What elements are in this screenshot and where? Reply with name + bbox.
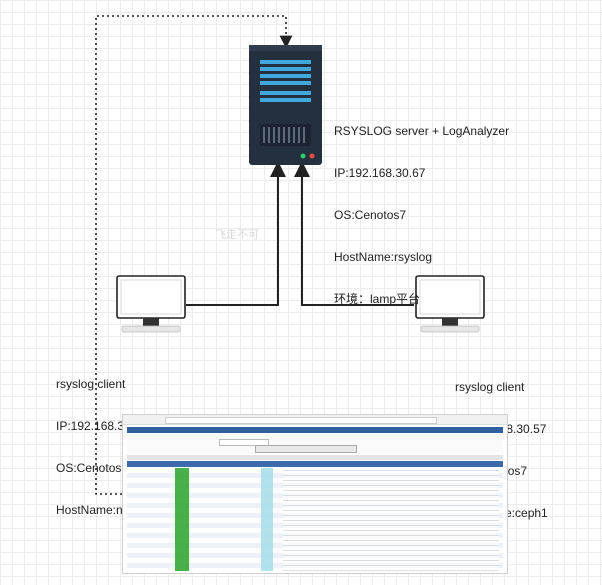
right-client-connector — [294, 161, 414, 306]
search-box — [219, 439, 269, 446]
address-bar — [165, 417, 437, 424]
server-hostname: HostName:rsyslog — [334, 250, 433, 264]
server-icon — [249, 45, 322, 165]
table-header — [127, 461, 503, 467]
button-row — [255, 445, 357, 453]
server-env: 环境：lamp平台 — [334, 292, 421, 306]
message-column — [283, 468, 499, 571]
info-bar — [127, 455, 503, 460]
server-title: RSYSLOG server + LogAnalyzer — [334, 124, 510, 138]
server-os: OS:Cenotos7 — [334, 208, 407, 222]
client-left-title: rsyslog client — [56, 377, 126, 391]
facility-column — [175, 468, 189, 571]
left-client-connector — [186, 161, 286, 306]
nav-bar — [127, 427, 503, 433]
loganalyzer-screenshot — [122, 414, 508, 574]
client-right-title: rsyslog client — [455, 380, 525, 394]
watermark-text: 飞走不可 — [215, 229, 259, 241]
client-left-os: OS:Cenotos7 — [56, 461, 129, 475]
server-ip: IP:192.168.30.67 — [334, 166, 426, 180]
severity-column — [261, 468, 273, 571]
monitor-icon-right — [415, 275, 485, 333]
server-label: RSYSLOG server + LogAnalyzer IP:192.168.… — [334, 96, 509, 320]
monitor-icon-left — [116, 275, 186, 333]
